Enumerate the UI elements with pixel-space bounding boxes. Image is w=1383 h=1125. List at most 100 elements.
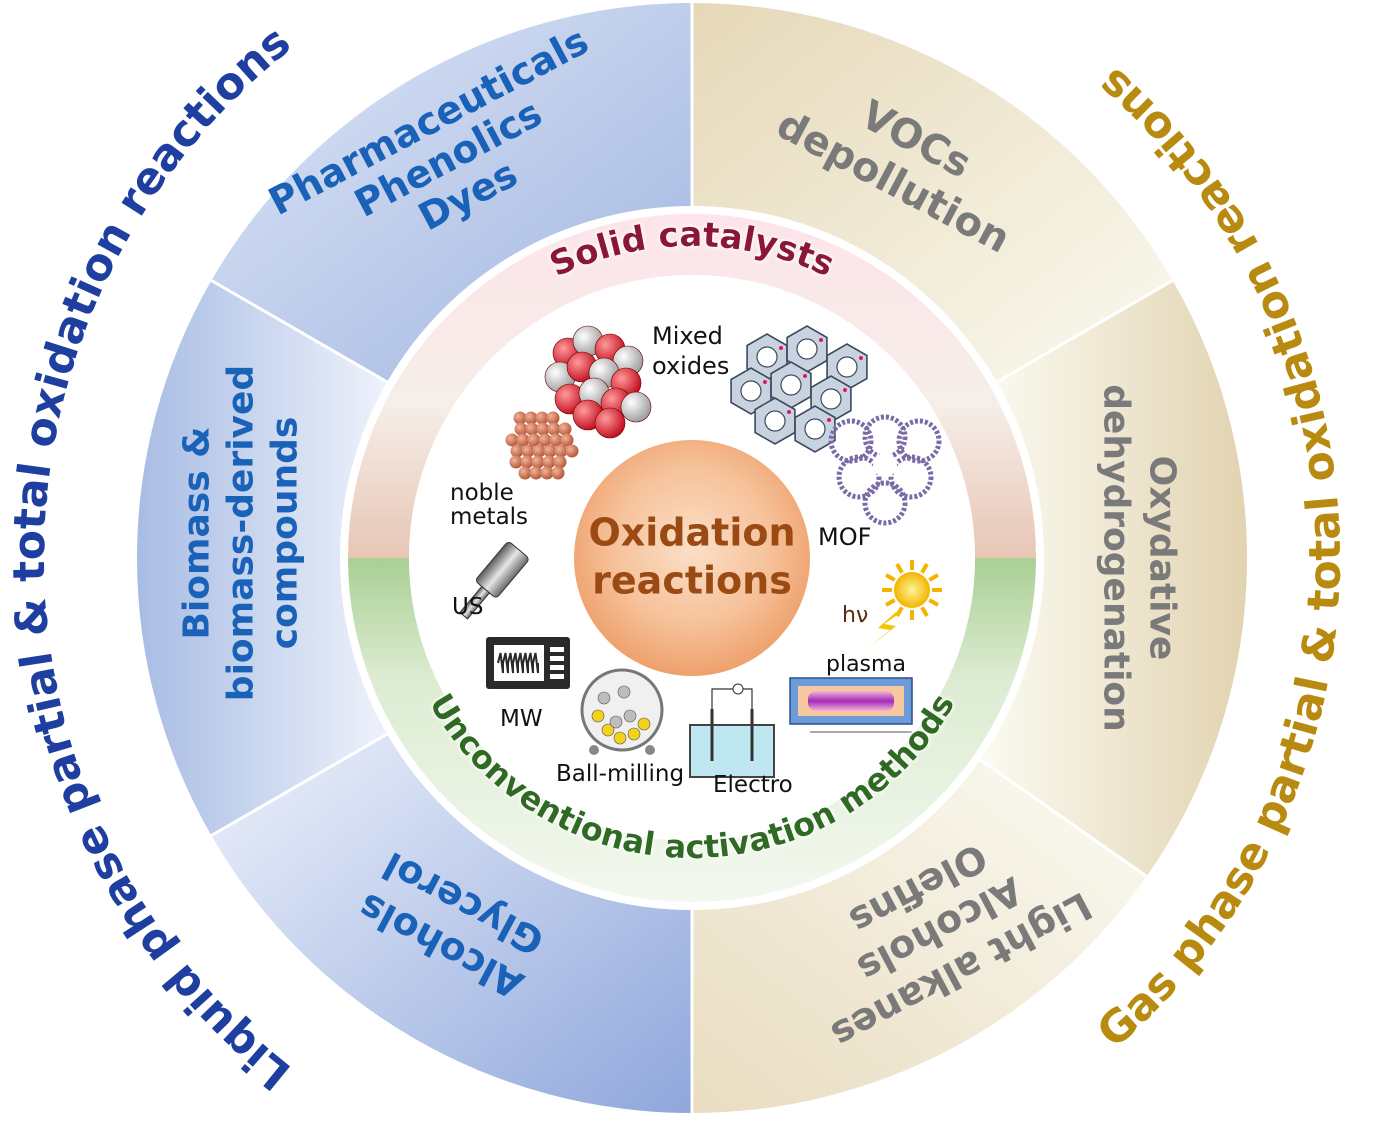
metal-atom	[549, 433, 563, 447]
metal-atom	[551, 466, 565, 480]
metal-atom	[542, 455, 556, 469]
mof-label: MOF	[818, 523, 871, 551]
sun-disc	[894, 572, 930, 608]
center-label-line: Oxidation	[588, 510, 795, 554]
catalyst-and-method-icons	[459, 325, 942, 778]
sun-ray	[885, 598, 896, 607]
mill-ball	[591, 709, 605, 723]
zeolite-pore	[764, 410, 786, 432]
metal-atom	[510, 444, 524, 458]
sun-ray	[920, 563, 929, 574]
metal-atom	[546, 411, 560, 425]
zeolite-pore	[836, 356, 858, 378]
sector-pharmaceuticals	[211, 3, 692, 382]
cell-solution	[689, 724, 775, 778]
sector-divider	[210, 279, 388, 384]
metal-atom	[531, 455, 545, 469]
mill-ball	[617, 685, 631, 699]
metal-atom	[525, 422, 539, 436]
mof-ring	[836, 454, 882, 500]
sector-divider	[996, 279, 1174, 384]
zeolite-dot	[827, 418, 831, 422]
plasma-discharge	[808, 691, 894, 711]
zeolite-pore	[740, 380, 762, 402]
zeolite-pore	[780, 374, 802, 396]
oxide-sphere	[620, 391, 652, 423]
metal-atom	[518, 466, 532, 480]
zeolite-pore	[796, 338, 818, 360]
metal-atom	[560, 433, 574, 447]
sector-oxydative-dehydrogenation	[980, 280, 1247, 877]
microwave-button	[550, 647, 564, 652]
mill-ball	[623, 709, 637, 723]
ammeter	[732, 683, 744, 695]
metal-atom	[538, 433, 552, 447]
metal-atom	[535, 411, 549, 425]
microwave-button	[550, 665, 564, 670]
metal-atom	[547, 422, 561, 436]
sector-vocs	[692, 3, 1173, 382]
liquid-middle-sector-label-line: biomass-derived	[221, 365, 262, 701]
zeolite-dot	[779, 346, 783, 350]
sector-biomass	[136, 280, 388, 836]
sector-light-alkanes	[692, 759, 1147, 1113]
liquid-middle-sector-label-line: Biomass &	[177, 426, 218, 639]
sun-ray	[928, 573, 939, 582]
mill-ball	[627, 727, 641, 741]
metal-atom	[540, 466, 554, 480]
microwave-icon	[486, 637, 570, 689]
oxide-sphere	[594, 407, 626, 439]
sun-ray	[920, 606, 929, 617]
metal-atom	[536, 422, 550, 436]
mixed-oxides-label: Mixed	[652, 322, 723, 350]
plasma-label: plasma	[826, 652, 906, 677]
electro-label: Electro	[713, 772, 793, 798]
mill-roller	[645, 745, 655, 755]
mill-roller	[589, 745, 599, 755]
us-label: US	[452, 594, 483, 620]
ultrasound-probe-icon	[459, 541, 529, 620]
zeolite-dot	[859, 356, 863, 360]
zeolite-dot	[803, 374, 807, 378]
mof-ring	[888, 454, 934, 500]
mof-icon	[828, 414, 942, 526]
mill-ball	[613, 731, 627, 745]
activation-methods-band	[348, 558, 1036, 902]
sun-icon	[882, 560, 942, 620]
metal-atom	[524, 411, 538, 425]
metal-atom	[553, 455, 567, 469]
liquid-middle-sector-label-line: compounds	[265, 417, 306, 650]
zeolite-pore	[756, 346, 778, 368]
mixed-oxides-label: oxides	[652, 352, 729, 380]
mof-ring	[896, 418, 942, 464]
zeolite-dot	[787, 410, 791, 414]
probe-tip	[459, 585, 491, 620]
noble-metals-label: metals	[450, 504, 528, 530]
sector-alcohols-glycerol	[211, 734, 692, 1113]
sun-ray	[895, 563, 904, 574]
zeolite-dot	[843, 388, 847, 392]
metal-atom	[521, 444, 535, 458]
zeolite-structure-icon	[730, 325, 868, 453]
center-label-line: reactions	[592, 558, 792, 602]
sector-divider	[210, 732, 388, 837]
metal-atom	[516, 433, 530, 447]
metal-atom	[532, 444, 546, 458]
mof-core	[873, 453, 897, 477]
mof-ring	[862, 480, 908, 526]
metal-atom	[543, 444, 557, 458]
light-label: hν	[842, 603, 868, 628]
mw-label: MW	[500, 706, 543, 732]
noble-metals-icon	[505, 411, 579, 480]
zeolite-dot	[819, 338, 823, 342]
mixed-oxides-icon	[544, 325, 652, 439]
microwave-button	[550, 656, 564, 661]
outer-ring-sectors	[136, 3, 1247, 1113]
ball-milling-icon	[580, 668, 664, 755]
metal-atom	[558, 422, 572, 436]
